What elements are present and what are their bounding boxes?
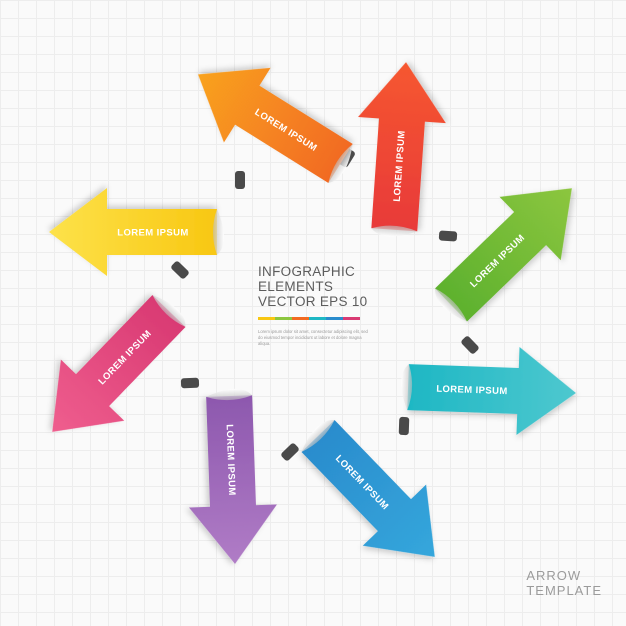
- connector-link: [438, 230, 458, 242]
- arrow-body: [301, 420, 435, 557]
- color-bar-segment: [258, 317, 275, 320]
- connector-links: [171, 148, 479, 461]
- color-bar-segment: [309, 317, 326, 320]
- arrow-label: LOREM IPSUM: [117, 228, 188, 239]
- arrow-curl: [401, 364, 413, 411]
- arrow-3: LOREM IPSUM: [435, 188, 572, 322]
- connector-link: [235, 171, 245, 189]
- arrow-2: LOREM IPSUM: [358, 62, 446, 237]
- arrow-curl: [213, 209, 224, 255]
- title-line-1: INFOGRAPHIC: [258, 264, 356, 279]
- connector-link: [398, 416, 410, 436]
- arrow-body: [407, 347, 576, 435]
- arrow-8: LOREM IPSUM: [49, 188, 224, 276]
- color-bar: [258, 317, 360, 320]
- arrow-7: LOREM IPSUM: [52, 295, 186, 432]
- center-title: INFOGRAPHIC ELEMENTS VECTOR EPS 10: [258, 264, 367, 309]
- color-bar-segment: [292, 317, 309, 320]
- title-line-2: ELEMENTS: [258, 279, 334, 294]
- arrow-body: [49, 188, 217, 276]
- connector-link: [171, 261, 189, 279]
- arrow-body: [189, 395, 277, 564]
- arrow-4: LOREM IPSUM: [401, 347, 576, 435]
- connector-link: [281, 443, 299, 461]
- center-body-text: Lorem ipsum dolor sit amet, consectetur …: [258, 329, 368, 346]
- connector-link: [461, 336, 479, 354]
- corner-line-2: TEMPLATE: [526, 583, 602, 598]
- arrow-curl: [435, 288, 467, 322]
- corner-label: ARROW TEMPLATE: [526, 568, 602, 598]
- arrow-1: LOREM IPSUM: [198, 67, 353, 183]
- title-line-3: VECTOR EPS 10: [258, 294, 368, 309]
- arrow-label: LOREM IPSUM: [436, 384, 508, 397]
- connector-link: [180, 377, 200, 389]
- arrow-label: LOREM IPSUM: [392, 130, 408, 202]
- arrow-label: LOREM IPSUM: [224, 424, 237, 496]
- color-bar-segment: [275, 317, 292, 320]
- arrow-5: LOREM IPSUM: [301, 420, 435, 557]
- arrow-curl: [371, 225, 418, 237]
- corner-line-1: ARROW: [526, 568, 582, 583]
- arrow-curl: [328, 143, 353, 183]
- arrow-body: [52, 295, 186, 432]
- arrow-curl: [301, 420, 335, 452]
- color-bar-segment: [326, 317, 343, 320]
- arrow-curl: [152, 295, 186, 327]
- arrow-curl: [206, 388, 253, 401]
- color-bar-segment: [343, 317, 360, 320]
- arrow-6: LOREM IPSUM: [189, 388, 277, 564]
- arrow-body: [198, 67, 353, 183]
- arrow-body: [435, 188, 572, 322]
- arrow-body: [358, 62, 446, 232]
